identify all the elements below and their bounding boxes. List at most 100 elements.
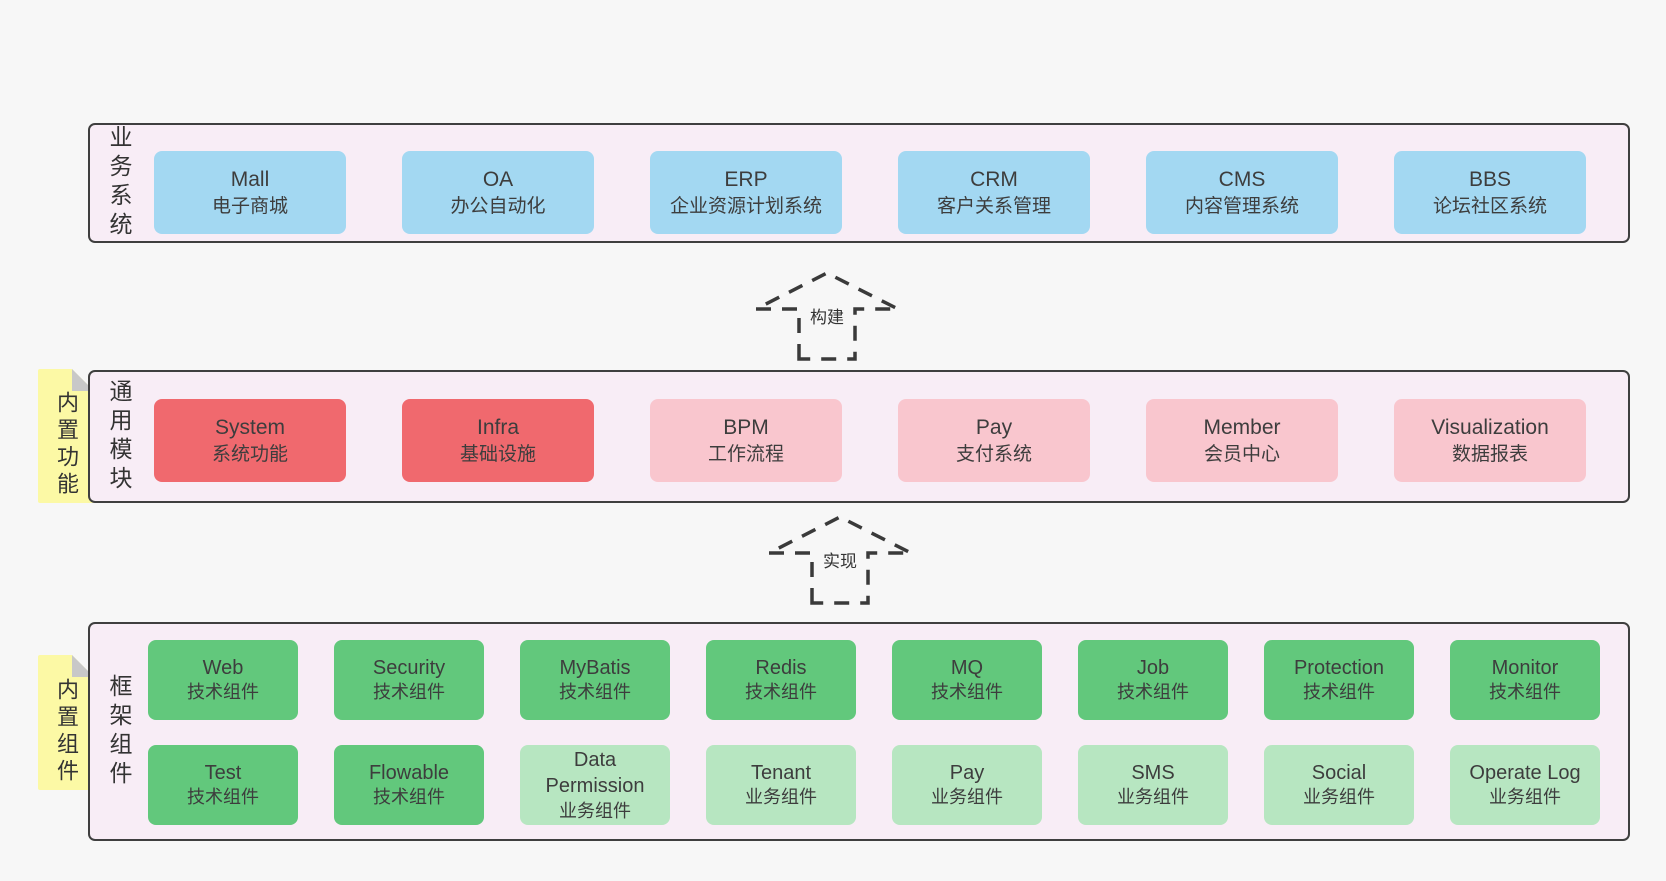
box-subtitle: 业务组件 bbox=[745, 787, 817, 808]
box-protection: Protection 技术组件 bbox=[1264, 640, 1414, 720]
box-job: Job 技术组件 bbox=[1078, 640, 1228, 720]
box-title: Redis bbox=[755, 656, 807, 679]
box-redis: Redis 技术组件 bbox=[706, 640, 856, 720]
box-subtitle: 技术组件 bbox=[1489, 682, 1561, 703]
box-subtitle: 内容管理系统 bbox=[1184, 195, 1299, 217]
business-boxes-row: Mall 电子商城 OA 办公自动化 ERP 企业资源计划系统 CRM 客户关系… bbox=[154, 151, 1586, 234]
box-member: Member 会员中心 bbox=[1146, 399, 1338, 482]
box-subtitle: 客户关系管理 bbox=[936, 195, 1051, 217]
components-row-1: Web 技术组件 Security 技术组件 MyBatis 技术组件 Redi… bbox=[148, 640, 1600, 720]
sticky-note-label: 内置功能 bbox=[54, 391, 79, 499]
box-web: Web 技术组件 bbox=[148, 640, 298, 720]
box-cms: CMS 内容管理系统 bbox=[1146, 151, 1338, 234]
box-subtitle: 业务组件 bbox=[559, 800, 631, 821]
box-title: Operate Log bbox=[1469, 761, 1581, 784]
box-title: Member bbox=[1203, 416, 1281, 440]
box-subtitle: 技术组件 bbox=[1117, 682, 1189, 703]
box-pay-module: Pay 支付系统 bbox=[898, 399, 1090, 482]
box-pay-component: Pay 业务组件 bbox=[892, 745, 1042, 825]
box-mq: MQ 技术组件 bbox=[892, 640, 1042, 720]
box-title: Monitor bbox=[1491, 656, 1559, 679]
box-subtitle: 技术组件 bbox=[559, 682, 631, 703]
box-title: Visualization bbox=[1431, 416, 1549, 440]
box-mall: Mall 电子商城 bbox=[154, 151, 346, 234]
box-title: MQ bbox=[950, 656, 984, 679]
box-subtitle: 基础设施 bbox=[459, 443, 536, 465]
implement-arrow: 实现 bbox=[765, 514, 915, 606]
box-title: Mall bbox=[230, 168, 270, 192]
box-title: Data Permission bbox=[545, 748, 645, 798]
box-subtitle: 技术组件 bbox=[745, 682, 817, 703]
box-subtitle: 技术组件 bbox=[187, 787, 259, 808]
box-social: Social 业务组件 bbox=[1264, 745, 1414, 825]
box-title: ERP bbox=[724, 168, 768, 192]
box-monitor: Monitor 技术组件 bbox=[1450, 640, 1600, 720]
box-subtitle: 工作流程 bbox=[707, 443, 784, 465]
sticky-note-builtin-features: 内置功能 bbox=[38, 369, 94, 503]
box-title: Protection bbox=[1293, 656, 1385, 679]
box-operate-log: Operate Log 业务组件 bbox=[1450, 745, 1600, 825]
build-arrow: 构建 bbox=[752, 270, 902, 362]
box-data-permission: Data Permission 业务组件 bbox=[520, 745, 670, 825]
box-bbs: BBS 论坛社区系统 bbox=[1394, 151, 1586, 234]
box-title: Infra bbox=[476, 416, 520, 440]
box-subtitle: 系统功能 bbox=[211, 443, 288, 465]
box-subtitle: 业务组件 bbox=[931, 787, 1003, 808]
box-tenant: Tenant 业务组件 bbox=[706, 745, 856, 825]
box-flowable: Flowable 技术组件 bbox=[334, 745, 484, 825]
box-subtitle: 技术组件 bbox=[1303, 682, 1375, 703]
business-layer: 业务系统 Mall 电子商城 OA 办公自动化 ERP 企业资源计划系统 CRM… bbox=[88, 123, 1630, 243]
box-subtitle: 支付系统 bbox=[955, 443, 1032, 465]
up-arrow-icon bbox=[755, 271, 899, 361]
box-subtitle: 业务组件 bbox=[1303, 787, 1375, 808]
components-layer-label: 框架组件 bbox=[106, 673, 132, 790]
box-title: BPM bbox=[723, 416, 769, 440]
box-title: System bbox=[214, 416, 285, 440]
box-title: Tenant bbox=[750, 761, 812, 784]
box-subtitle: 会员中心 bbox=[1203, 443, 1280, 465]
box-test: Test 技术组件 bbox=[148, 745, 298, 825]
box-subtitle: 业务组件 bbox=[1117, 787, 1189, 808]
box-title: OA bbox=[482, 168, 514, 192]
implement-arrow-label: 实现 bbox=[819, 545, 861, 574]
box-subtitle: 技术组件 bbox=[373, 682, 445, 703]
components-row-2: Test 技术组件 Flowable 技术组件 Data Permission … bbox=[148, 745, 1600, 825]
box-title: Flowable bbox=[368, 761, 450, 784]
box-crm: CRM 客户关系管理 bbox=[898, 151, 1090, 234]
box-title: Job bbox=[1136, 656, 1170, 679]
box-title: SMS bbox=[1131, 761, 1175, 784]
box-title: BBS bbox=[1468, 168, 1512, 192]
box-oa: OA 办公自动化 bbox=[402, 151, 594, 234]
box-sms: SMS 业务组件 bbox=[1078, 745, 1228, 825]
box-subtitle: 论坛社区系统 bbox=[1432, 195, 1547, 217]
box-subtitle: 数据报表 bbox=[1451, 443, 1528, 465]
box-security: Security 技术组件 bbox=[334, 640, 484, 720]
box-erp: ERP 企业资源计划系统 bbox=[650, 151, 842, 234]
box-subtitle: 办公自动化 bbox=[450, 195, 546, 217]
modules-layer: 通用模块 System 系统功能 Infra 基础设施 BPM 工作流程 Pay… bbox=[88, 370, 1630, 503]
components-layer: 框架组件 Web 技术组件 Security 技术组件 MyBatis 技术组件… bbox=[88, 622, 1630, 841]
box-subtitle: 企业资源计划系统 bbox=[669, 195, 822, 217]
box-subtitle: 业务组件 bbox=[1489, 787, 1561, 808]
sticky-note-label: 内置组件 bbox=[54, 677, 79, 786]
box-mybatis: MyBatis 技术组件 bbox=[520, 640, 670, 720]
box-visualization: Visualization 数据报表 bbox=[1394, 399, 1586, 482]
box-title: CMS bbox=[1218, 168, 1266, 192]
box-subtitle: 技术组件 bbox=[931, 682, 1003, 703]
business-layer-label: 业务系统 bbox=[106, 125, 132, 241]
build-arrow-label: 构建 bbox=[806, 301, 848, 330]
box-title: Social bbox=[1311, 761, 1367, 784]
box-title: CRM bbox=[970, 168, 1018, 192]
box-title: Pay bbox=[949, 761, 985, 784]
box-title: MyBatis bbox=[559, 656, 631, 679]
modules-layer-label: 通用模块 bbox=[106, 378, 132, 495]
box-title: Security bbox=[372, 656, 446, 679]
box-bpm: BPM 工作流程 bbox=[650, 399, 842, 482]
box-subtitle: 电子商城 bbox=[211, 195, 288, 217]
modules-boxes-row: System 系统功能 Infra 基础设施 BPM 工作流程 Pay 支付系统… bbox=[154, 399, 1586, 482]
box-system: System 系统功能 bbox=[154, 399, 346, 482]
box-title: Web bbox=[202, 656, 244, 679]
box-title: Test bbox=[204, 761, 242, 784]
sticky-note-builtin-components: 内置组件 bbox=[38, 655, 94, 790]
box-subtitle: 技术组件 bbox=[187, 682, 259, 703]
